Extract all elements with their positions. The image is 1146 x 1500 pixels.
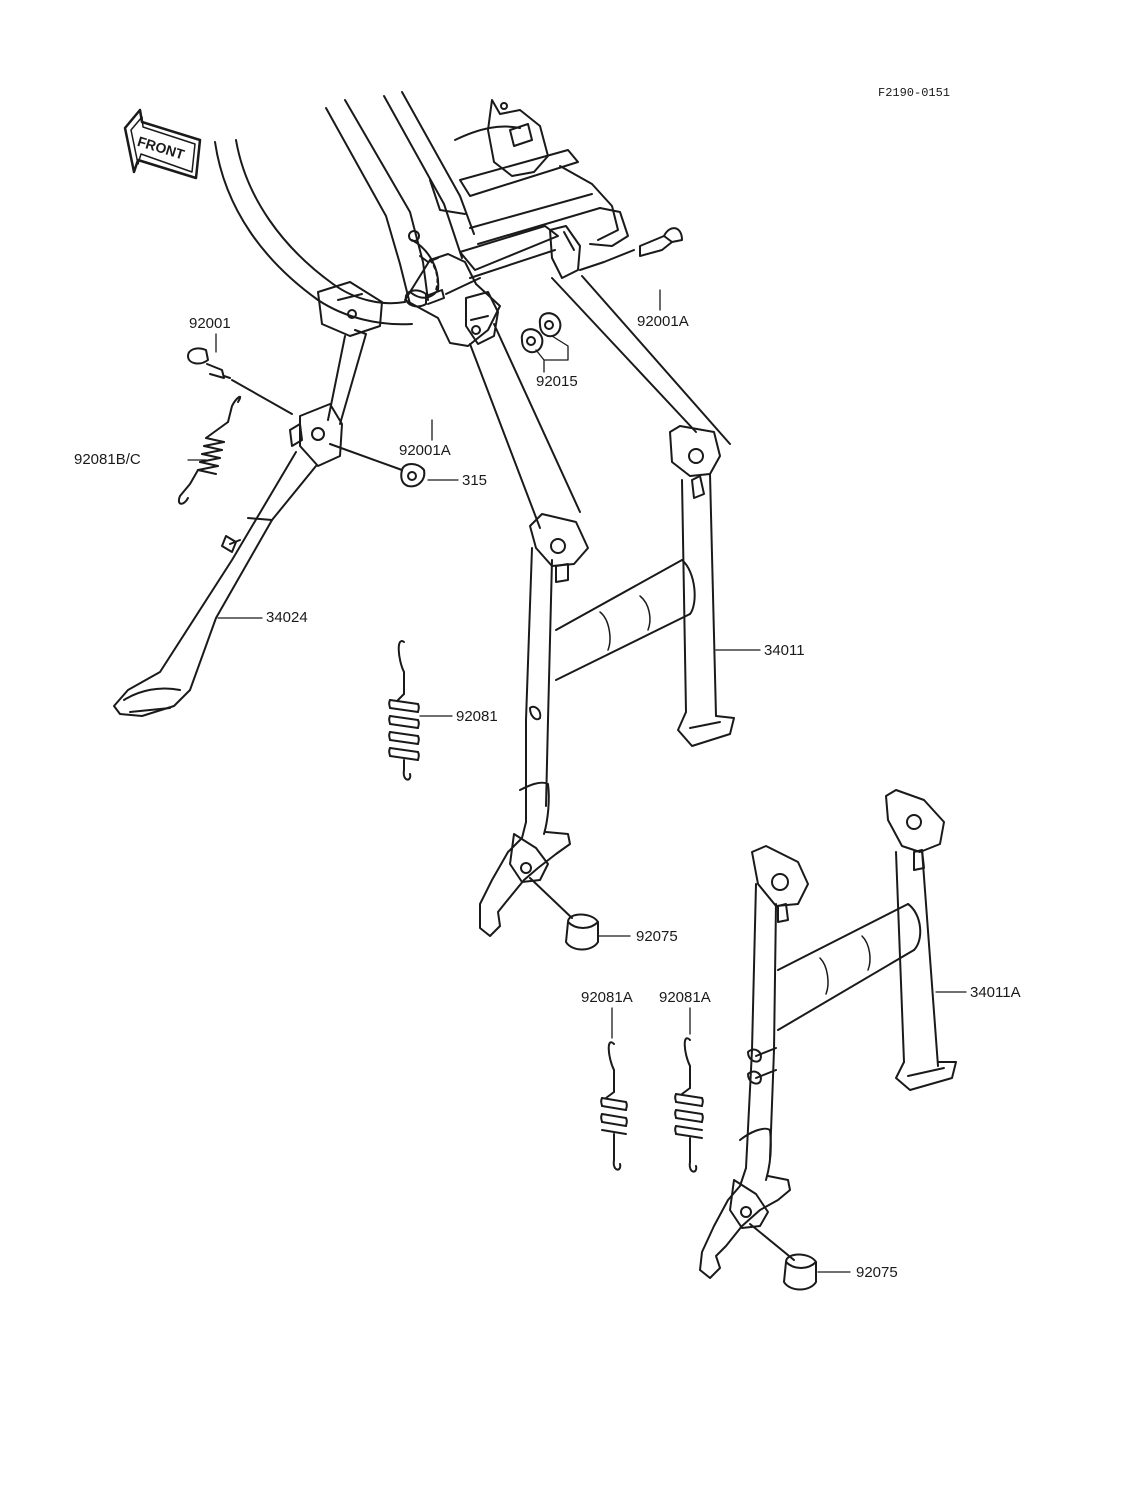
front-arrow-icon (123, 108, 202, 180)
part-label-34024: 34024 (266, 609, 308, 626)
spring-92081-icon (388, 640, 420, 781)
part-label-92075-a: 92075 (636, 928, 678, 945)
part-label-315: 315 (462, 472, 488, 489)
part-label-92081: 92081 (456, 708, 498, 725)
spring-92081a-1-icon (600, 1041, 628, 1171)
figure-code: F2190-0151 (878, 86, 951, 100)
part-label-92081bc: 92081B/C (74, 451, 141, 468)
part-label-92081a-1: 92081A (581, 989, 633, 1006)
part-label-92015: 92015 (536, 373, 578, 390)
side-stand-drawing (113, 329, 367, 717)
bolt-nut-group-upper (520, 227, 683, 354)
part-label-92001a-top: 92001A (637, 313, 689, 330)
part-label-92001: 92001 (189, 315, 231, 332)
part-label-92001a-mid: 92001A (399, 442, 451, 459)
center-stand-drawing (469, 275, 735, 951)
part-label-34011a: 34011A (970, 984, 1021, 1001)
side-stand-hardware (178, 277, 481, 505)
center-stand-a-drawing (699, 789, 957, 1291)
part-label-34011: 34011 (764, 642, 805, 659)
spring-92081bc-icon (178, 395, 242, 505)
part-label-92081a-2: 92081A (659, 989, 711, 1006)
spring-92081a-2-icon (674, 1037, 704, 1173)
frame-drawing (214, 91, 629, 347)
leader-lines (187, 289, 967, 1273)
part-label-92075-b: 92075 (856, 1264, 898, 1281)
